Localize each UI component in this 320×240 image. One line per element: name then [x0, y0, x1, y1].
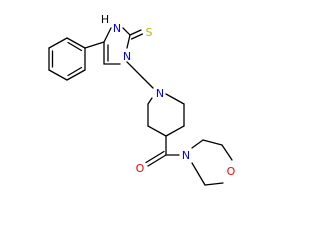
atom-label-h: H — [101, 13, 109, 26]
bond — [48, 69, 68, 81]
atom-label-n: N — [113, 22, 121, 35]
bond — [66, 37, 86, 49]
bonds — [48, 27, 233, 186]
bond — [204, 182, 224, 186]
bond — [191, 162, 206, 186]
atom-label-o: O — [136, 162, 145, 175]
bond — [122, 27, 131, 36]
bond — [129, 29, 142, 36]
bond — [221, 144, 233, 161]
bond — [67, 41, 83, 52]
bond — [147, 154, 167, 167]
bond — [191, 139, 204, 149]
bond — [145, 150, 165, 164]
atom-label-s: S — [146, 26, 153, 39]
bond — [130, 33, 144, 40]
bond — [147, 97, 153, 105]
atom-labels: H N S N N O N O — [101, 13, 236, 178]
bond — [165, 93, 185, 105]
bond — [103, 27, 112, 43]
bond — [142, 77, 154, 89]
bond — [165, 125, 185, 137]
bond — [126, 61, 144, 79]
bond — [147, 125, 167, 137]
atom-label-n: N — [123, 50, 131, 63]
bond — [48, 37, 68, 49]
bond — [202, 139, 223, 146]
atom-label-o: O — [227, 165, 236, 178]
bond — [84, 41, 105, 49]
molecule-structure-diagram: H N S N N O N O — [48, 13, 236, 186]
bond — [126, 34, 131, 49]
atom-label-n: N — [156, 87, 164, 100]
bond — [66, 69, 86, 81]
atom-label-n: N — [182, 149, 190, 162]
bond — [67, 66, 83, 77]
